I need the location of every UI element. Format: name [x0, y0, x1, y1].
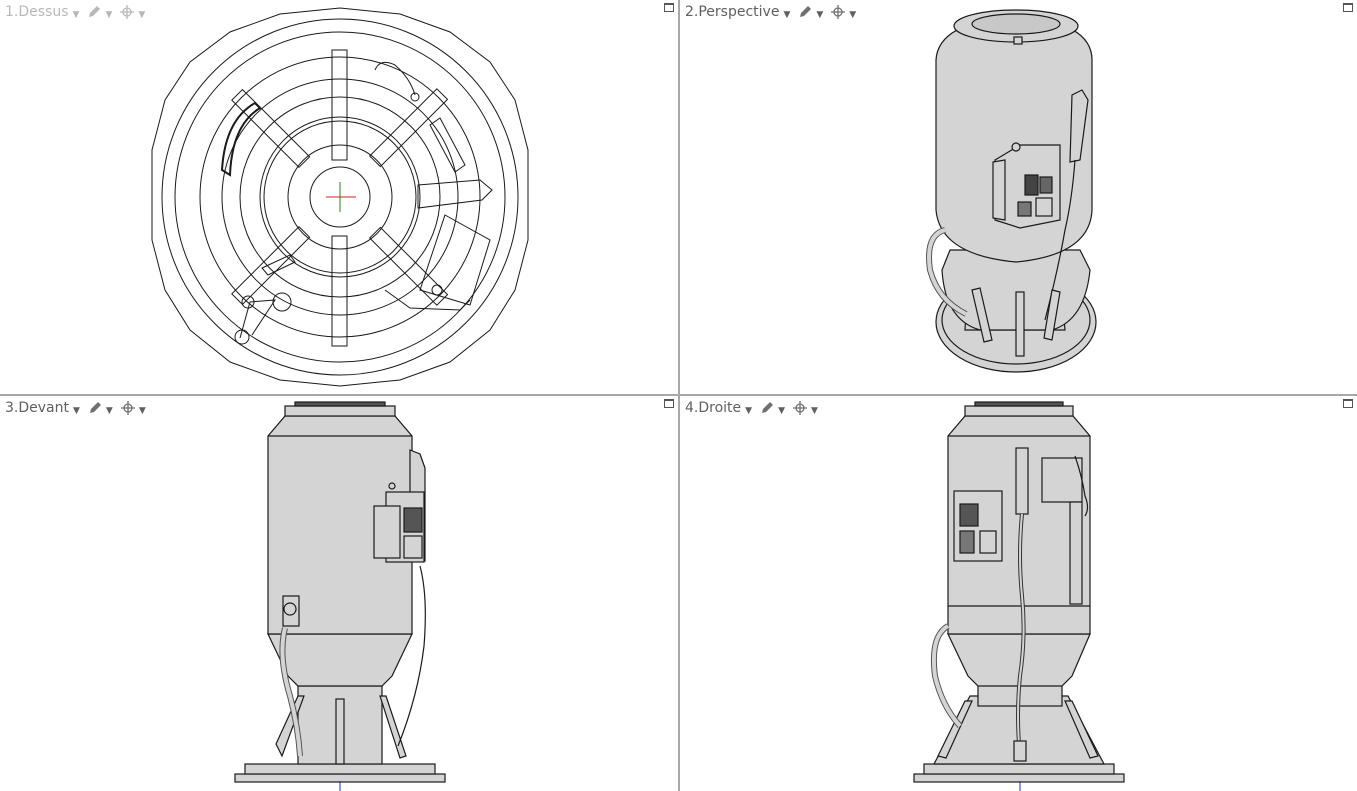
caret-down-icon[interactable]: ▼: [138, 10, 146, 20]
viewport-title[interactable]: 2.Perspective: [685, 4, 780, 20]
caret-down-icon[interactable]: ▼: [778, 406, 785, 416]
caret-down-icon[interactable]: ▼: [849, 10, 857, 20]
viewport-title[interactable]: 1.Dessus: [5, 4, 69, 20]
front-view-model[interactable]: [0, 396, 678, 791]
right-view-model[interactable]: [680, 396, 1357, 791]
caret-down-icon[interactable]: ▼: [72, 406, 80, 416]
pencil-icon[interactable]: [798, 5, 812, 19]
caret-down-icon[interactable]: ▼: [72, 10, 80, 20]
top-view-wireframe[interactable]: [0, 0, 678, 394]
viewport-front[interactable]: 3.Devant ▼ ▼ ▼: [0, 396, 678, 791]
maximize-button[interactable]: [664, 3, 674, 12]
caret-down-icon[interactable]: ▼: [816, 10, 824, 20]
crosshair-target-icon[interactable]: [120, 401, 135, 415]
viewport-title[interactable]: 4.Droite: [685, 400, 742, 416]
viewport-header-top: 1.Dessus ▼ ▼ ▼: [5, 3, 150, 21]
viewport-header-front: 3.Devant ▼ ▼ ▼: [5, 399, 151, 417]
pencil-icon[interactable]: [87, 5, 101, 19]
maximize-button[interactable]: [1343, 3, 1353, 12]
viewport-title[interactable]: 3.Devant: [5, 400, 69, 416]
viewport-perspective[interactable]: 2.Perspective ▼ ▼ ▼: [680, 0, 1357, 394]
caret-down-icon[interactable]: ▼: [745, 406, 753, 416]
viewport-top[interactable]: 1.Dessus ▼ ▼ ▼: [0, 0, 678, 394]
viewport-header-perspective: 2.Perspective ▼ ▼ ▼: [685, 3, 861, 21]
viewport-right[interactable]: 4.Droite ▼ ▼ ▼: [680, 396, 1357, 791]
caret-down-icon[interactable]: ▼: [105, 10, 113, 20]
pencil-icon[interactable]: [88, 401, 102, 415]
perspective-view-model[interactable]: [680, 0, 1357, 394]
caret-down-icon[interactable]: ▼: [783, 10, 791, 20]
viewport-header-right: 4.Droite ▼ ▼ ▼: [685, 399, 823, 417]
viewport-splitter-horizontal[interactable]: [0, 394, 1357, 396]
crosshair-target-icon[interactable]: [120, 5, 135, 19]
caret-down-icon[interactable]: ▼: [811, 406, 818, 416]
maximize-button[interactable]: [1343, 399, 1353, 408]
maximize-button[interactable]: [664, 399, 674, 408]
crosshair-target-icon[interactable]: [831, 5, 846, 19]
crosshair-target-icon[interactable]: [793, 401, 807, 415]
caret-down-icon[interactable]: ▼: [138, 406, 146, 416]
pencil-icon[interactable]: [760, 401, 774, 415]
caret-down-icon[interactable]: ▼: [105, 406, 113, 416]
